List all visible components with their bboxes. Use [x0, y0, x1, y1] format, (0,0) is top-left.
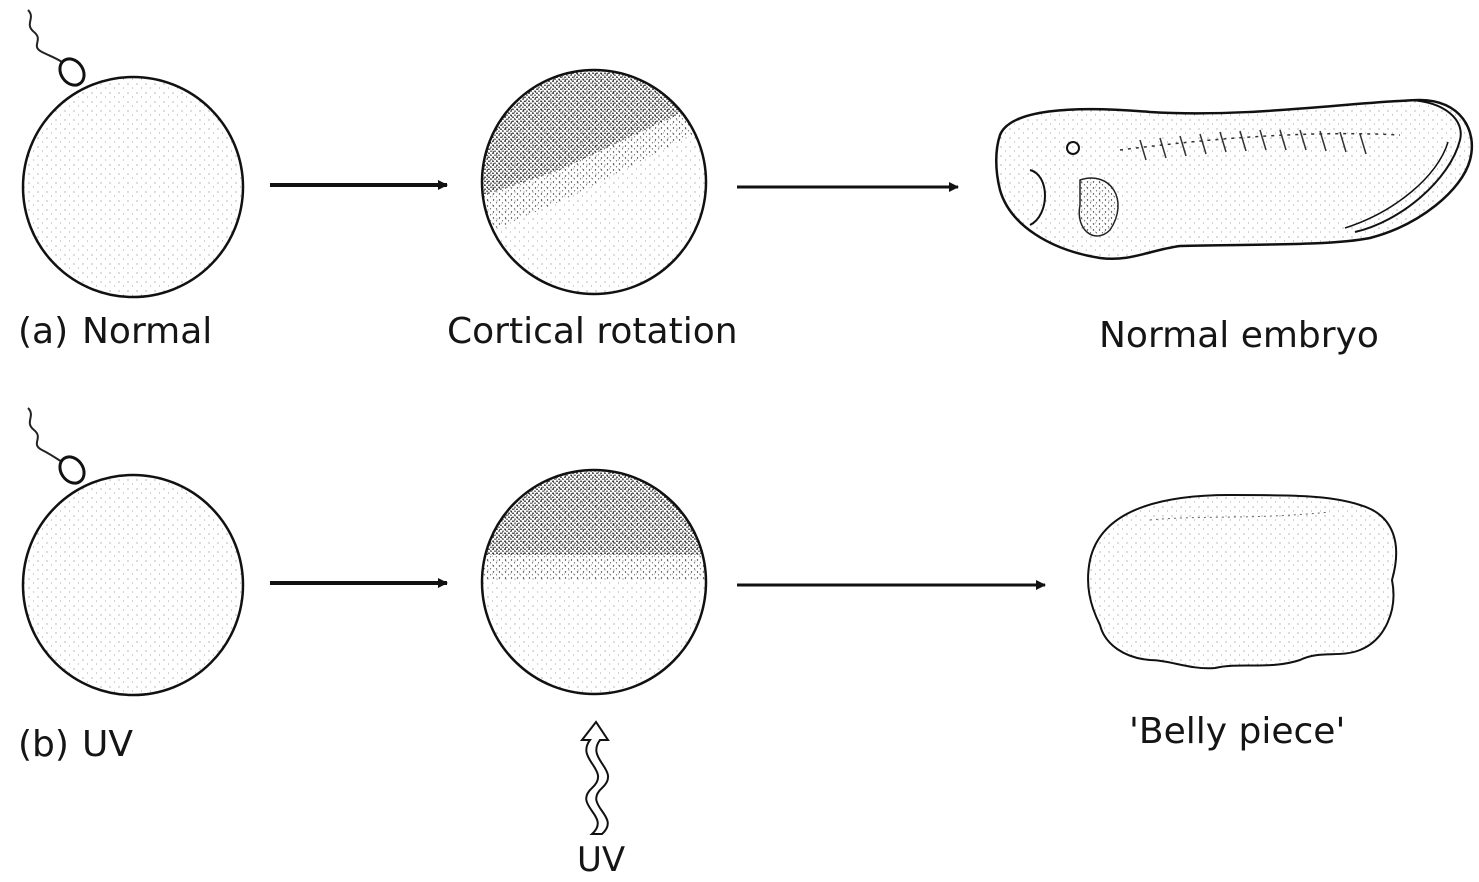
normal-embryo-label: Normal embryo [1099, 318, 1379, 354]
egg-icon [23, 475, 243, 695]
sperm-icon [28, 408, 89, 488]
panel-b-condition: UV [82, 727, 133, 763]
panel-a-condition: Normal [82, 314, 212, 350]
panel-a-tag: (a) [18, 314, 68, 350]
belly-piece-icon [1088, 495, 1396, 668]
uv-wave-icon [582, 722, 608, 834]
panel-b-tag: (b) [18, 727, 69, 763]
uv-irradiation-label: UV [577, 843, 625, 877]
egg-icon [23, 77, 243, 297]
egg-icon [470, 460, 730, 694]
egg-icon [470, 60, 720, 294]
belly-piece-label: 'Belly piece' [1129, 714, 1345, 750]
tadpole-embryo-icon [996, 100, 1472, 259]
cortical-rotation-label: Cortical rotation [447, 314, 738, 350]
sperm-icon [28, 10, 89, 90]
